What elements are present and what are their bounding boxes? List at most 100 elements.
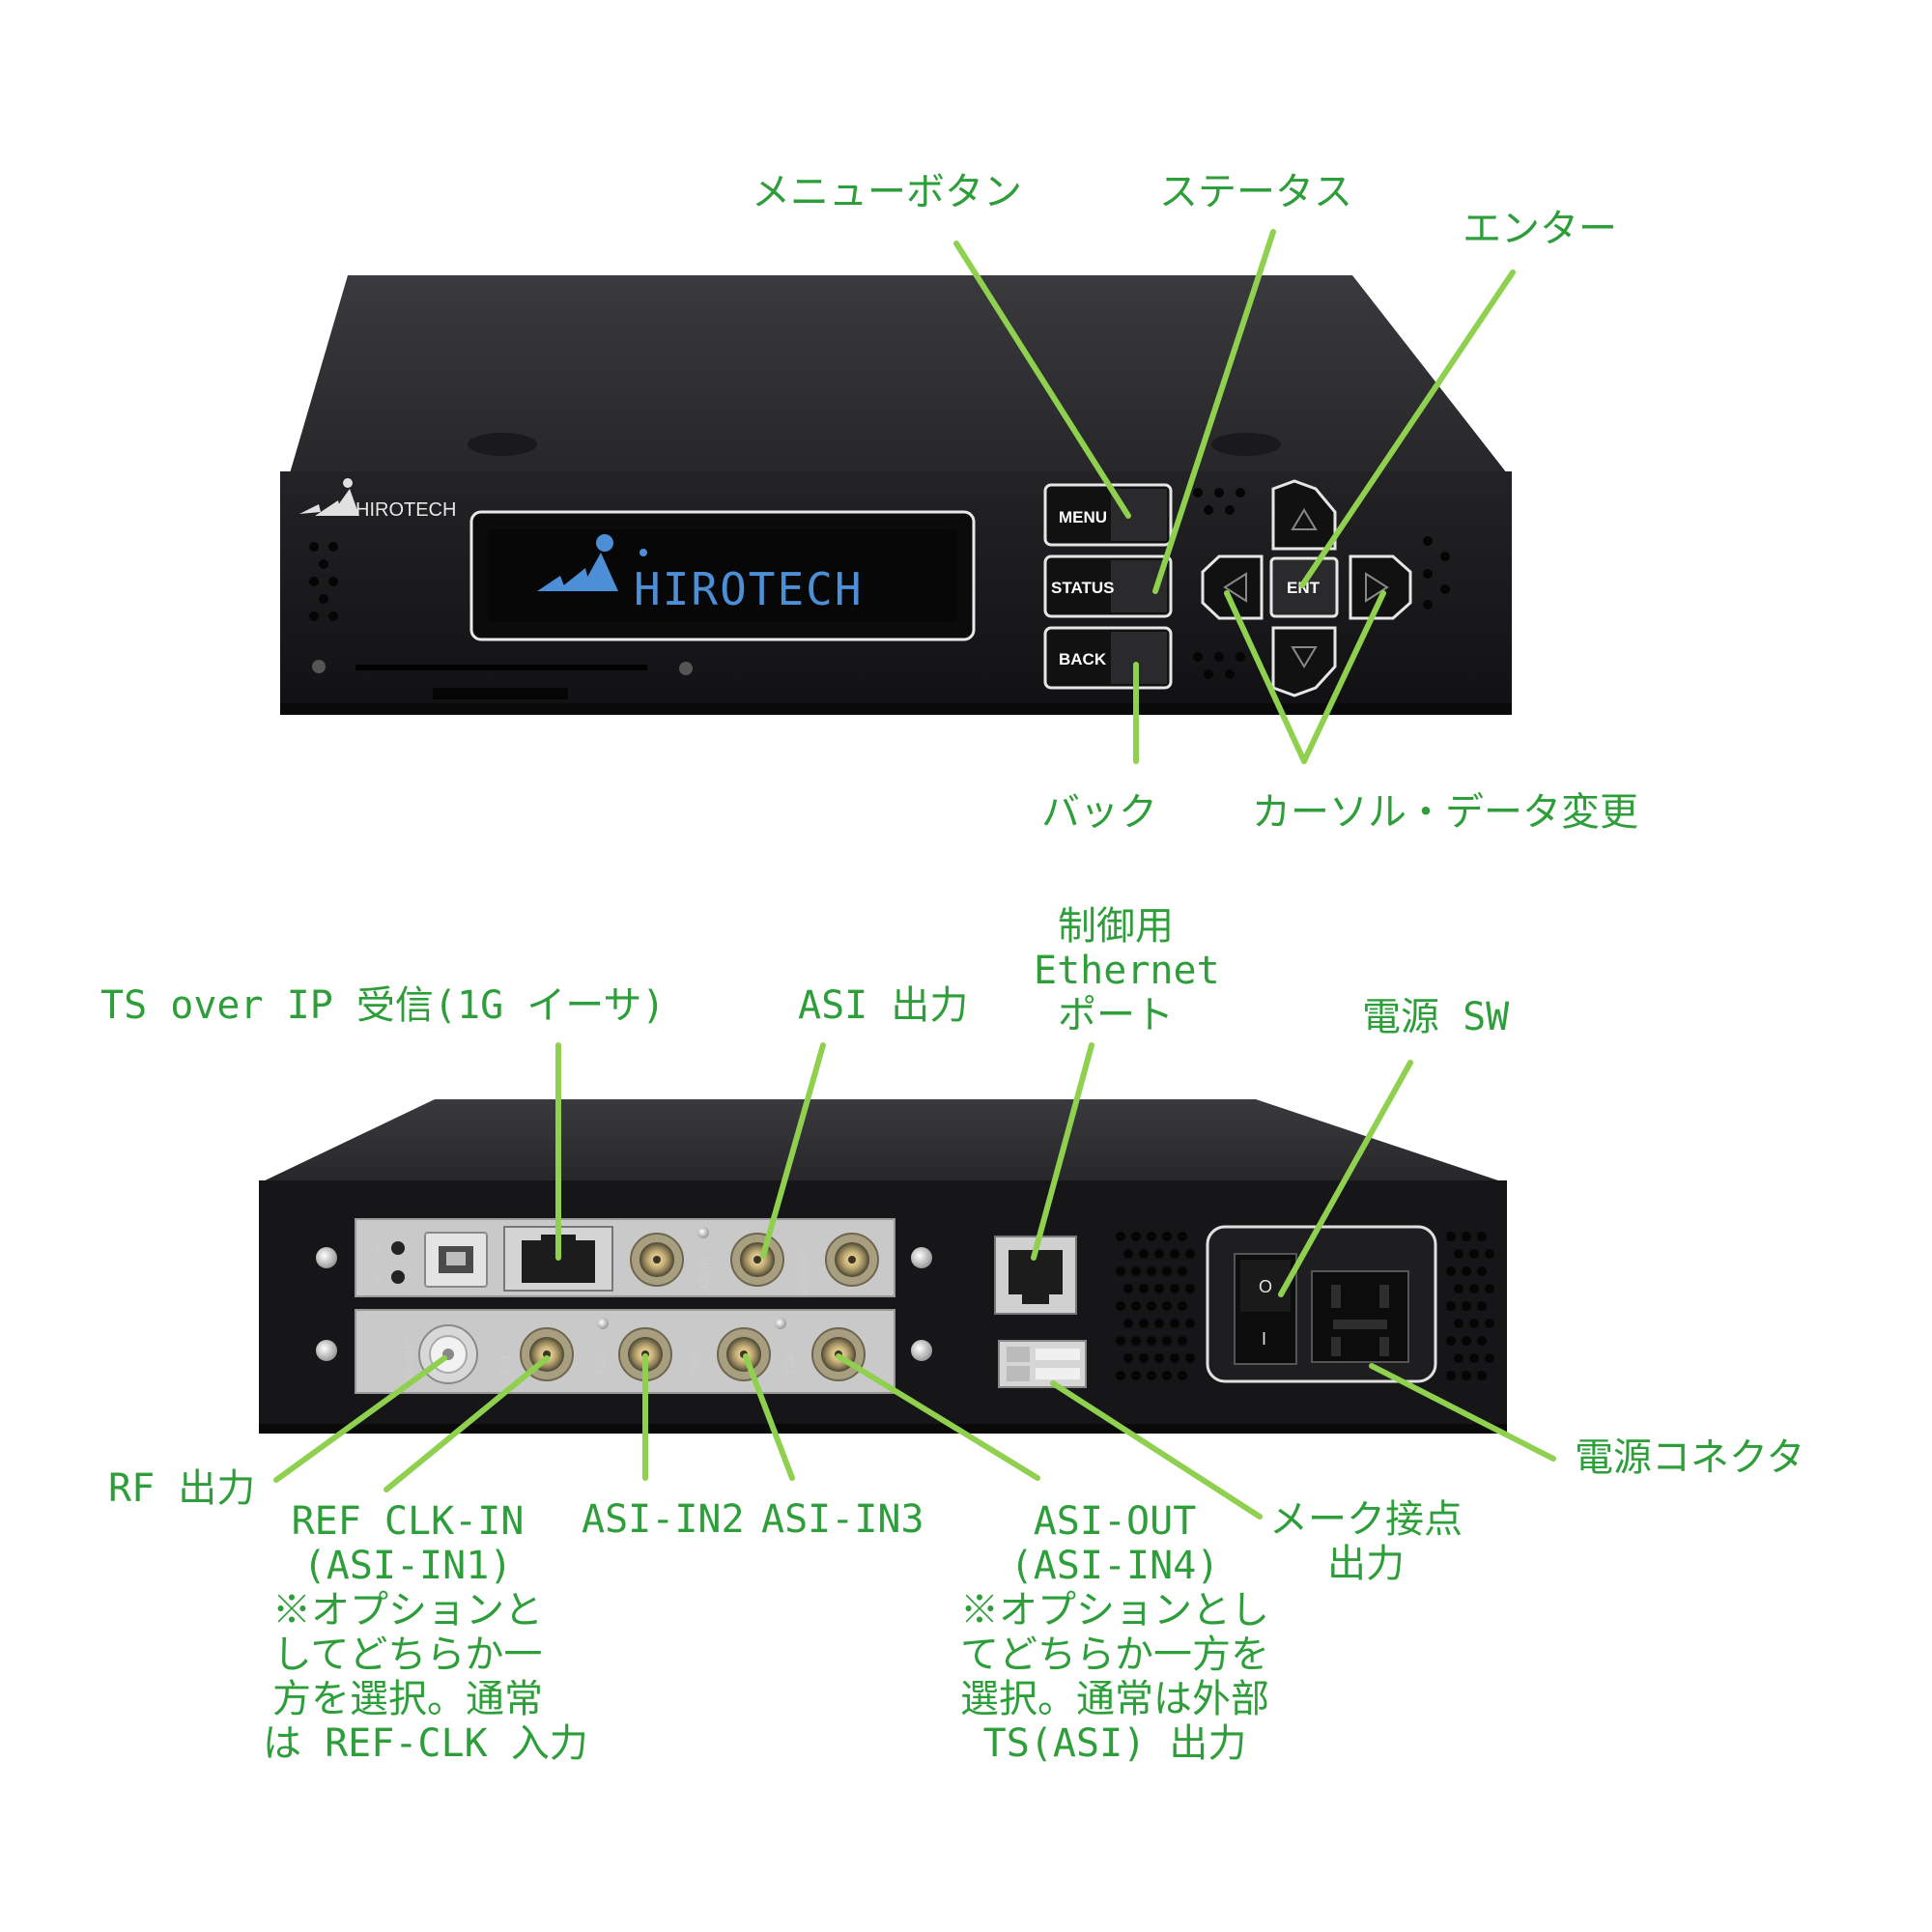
- vent-hole: [1162, 1266, 1172, 1276]
- vfd-display: HIROTECH: [469, 510, 976, 641]
- power-connector-inlet[interactable]: [1311, 1270, 1409, 1363]
- power-switch[interactable]: O I: [1234, 1253, 1297, 1365]
- vent-hole: [1477, 1371, 1487, 1380]
- front-unit: HIROTECH HIROTECH MENU: [280, 275, 1512, 715]
- vent-hole: [1469, 1249, 1479, 1259]
- power-switch-off-mark: O: [1259, 1277, 1272, 1296]
- vent-hole: [1131, 1266, 1141, 1276]
- vent-hole: [1477, 1266, 1487, 1276]
- vent-hole: [1162, 1371, 1172, 1380]
- leader-enter: [1299, 270, 1516, 588]
- label-enter: エンター: [1463, 207, 1617, 251]
- vent-hole: [1485, 1353, 1494, 1363]
- label-asi-out-line6: TS(ASI) 出力: [982, 1721, 1247, 1766]
- vent-hole: [1147, 1232, 1156, 1241]
- right-button[interactable]: [1349, 554, 1412, 620]
- label-asi-out-line3: ※オプションとし: [960, 1588, 1269, 1633]
- label-make-contact-output: メーク接点 出力: [1260, 1497, 1472, 1586]
- up-button[interactable]: [1271, 479, 1337, 551]
- usb-b-port[interactable]: [424, 1232, 488, 1288]
- leader-status: [1152, 229, 1276, 594]
- vent-hole: [1185, 1284, 1195, 1293]
- upper-io-card: 1 0 ASI IN: [316, 1218, 932, 1297]
- leader-asi-in3: [743, 1353, 795, 1481]
- vent-dpad: [1193, 488, 1450, 679]
- vent-hole: [1154, 1249, 1164, 1259]
- front-unit-top: [290, 275, 1507, 473]
- vent-hole: [1139, 1249, 1149, 1259]
- vent-hole: [1131, 1371, 1141, 1380]
- lower-io-card: RF OUT TS1 TS2 TS3: [316, 1309, 932, 1394]
- asi-output-bnc[interactable]: [730, 1233, 784, 1287]
- asi-bnc-3[interactable]: [825, 1233, 879, 1287]
- vent-hole: [1485, 1249, 1494, 1259]
- menu-button[interactable]: MENU: [1043, 483, 1173, 547]
- label-asi-out-line5: 選択。通常は外部: [960, 1677, 1269, 1721]
- vent-hole: [1162, 1301, 1172, 1311]
- vent-hole: [1116, 1371, 1125, 1380]
- leader-control-ethernet: [1031, 1042, 1094, 1261]
- vent-hole: [1147, 1266, 1156, 1276]
- down-arrow-icon: [1291, 646, 1318, 668]
- status-button-label: STATUS: [1051, 579, 1114, 597]
- vent-hole: [1154, 1319, 1164, 1328]
- vent-left: [309, 542, 338, 621]
- left-button[interactable]: [1201, 554, 1264, 620]
- vent-hole: [1170, 1284, 1179, 1293]
- vent-hole: [1178, 1266, 1187, 1276]
- label-asi-out: ASI-OUT (ASI-IN4) ※オプションとし てどちらか一方を 選択。通…: [951, 1499, 1279, 1766]
- card-screw-tl: [316, 1247, 337, 1268]
- label-ref-clk-in-line3: ※オプションと: [272, 1588, 543, 1633]
- vent-hole: [1116, 1266, 1125, 1276]
- ts1-mark: TS1: [499, 1354, 513, 1376]
- menu-button-label: MENU: [1059, 508, 1107, 526]
- vent-hole: [1446, 1266, 1456, 1276]
- card-screw-tr: [911, 1247, 932, 1268]
- vent-hole: [1454, 1284, 1463, 1293]
- leader-ref-clk-in: [384, 1355, 550, 1492]
- vent-hole: [1123, 1319, 1133, 1328]
- rear-unit: 1 0 ASI IN: [259, 1099, 1507, 1434]
- vent-hole: [1485, 1319, 1494, 1328]
- back-button[interactable]: BACK: [1043, 626, 1173, 690]
- vent-hole: [1123, 1284, 1133, 1293]
- vent-hole: [1154, 1284, 1164, 1293]
- vent-hole: [1116, 1336, 1125, 1346]
- vent-hole: [1131, 1232, 1141, 1241]
- vent-hole: [1454, 1319, 1463, 1328]
- vent-hole: [1469, 1284, 1479, 1293]
- brand-logo: HIROTECH: [299, 478, 456, 521]
- label-make-contact-line2: 出力: [1327, 1542, 1405, 1586]
- front-screw-right: [679, 662, 693, 675]
- label-cursor-data-change: カーソル・データ変更: [1252, 790, 1638, 835]
- rear-unit-top: [259, 1099, 1507, 1183]
- vent-hole: [1123, 1353, 1133, 1363]
- rear-leader-lines: [273, 1042, 1556, 1520]
- label-asi-out-line2: (ASI-IN4): [1009, 1544, 1220, 1588]
- vent-hole: [1485, 1284, 1494, 1293]
- leader-rf-output: [273, 1355, 447, 1483]
- vent-hole: [1454, 1353, 1463, 1363]
- vent-hole: [1178, 1301, 1187, 1311]
- vent-hole: [1162, 1232, 1172, 1241]
- vent-hole: [1469, 1353, 1479, 1363]
- label-control-ethernet: 制御用 Ethernet ポート: [1034, 904, 1220, 1037]
- card-slot: [355, 665, 647, 670]
- vent-hole: [1446, 1371, 1456, 1380]
- vent-hole: [1178, 1336, 1187, 1346]
- label-menu-button: メニューボタン: [752, 170, 1022, 214]
- label-asi-in2: ASI-IN2: [582, 1497, 745, 1542]
- vent-hole: [1147, 1336, 1156, 1346]
- brand-text: HIROTECH: [355, 499, 456, 521]
- make-contact-terminal[interactable]: [998, 1340, 1087, 1388]
- vfd-text: HIROTECH: [634, 563, 864, 615]
- vent-hole: [1116, 1232, 1125, 1241]
- status-button[interactable]: STATUS: [1043, 554, 1173, 618]
- vent-hole: [1477, 1301, 1487, 1311]
- asi-in-bnc[interactable]: [630, 1233, 684, 1287]
- rf-output-port[interactable]: [418, 1324, 478, 1384]
- led-0-label: 0: [375, 1270, 382, 1284]
- card-screw-bl: [316, 1340, 337, 1361]
- vent-hole: [1185, 1319, 1195, 1328]
